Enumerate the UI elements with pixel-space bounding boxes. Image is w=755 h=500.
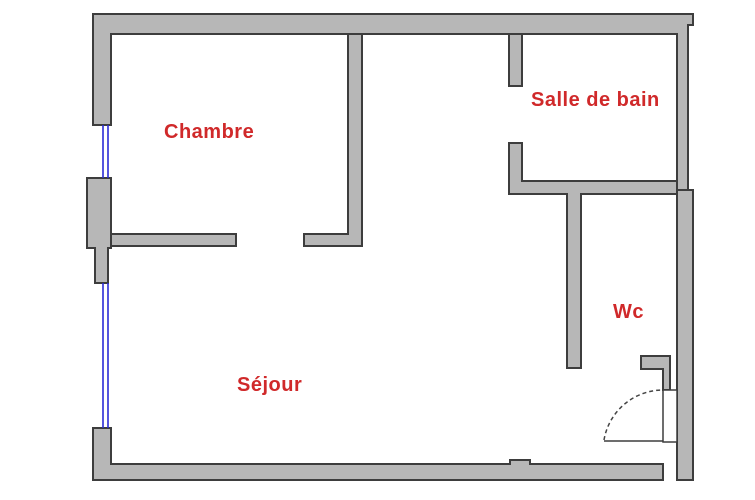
window-chambre [102,125,109,178]
wall-bottom [92,427,664,481]
interior-walls [110,33,678,391]
wall-bain-left-upper [508,33,523,87]
room-label-sejour: Séjour [237,374,302,396]
room-label-chambre: Chambre [164,121,254,143]
wall-right [676,189,694,481]
wc-door-swing-arc [603,389,664,441]
wall-chambre-right [303,33,363,247]
wall-bain-lower [508,142,678,369]
windows [102,125,109,428]
wc-door [603,389,678,443]
wc-door-leaf [662,389,678,443]
window-sejour [102,283,109,428]
room-labels: Chambre Salle de bain Wc Séjour [164,89,660,396]
wall-left-pier [86,177,112,284]
wall-chambre-sejour-left [110,233,237,247]
wall-wc-jamb [640,355,671,391]
room-label-salle-de-bain: Salle de bain [531,89,660,111]
room-label-wc: Wc [613,301,644,323]
exterior-walls [86,13,694,481]
